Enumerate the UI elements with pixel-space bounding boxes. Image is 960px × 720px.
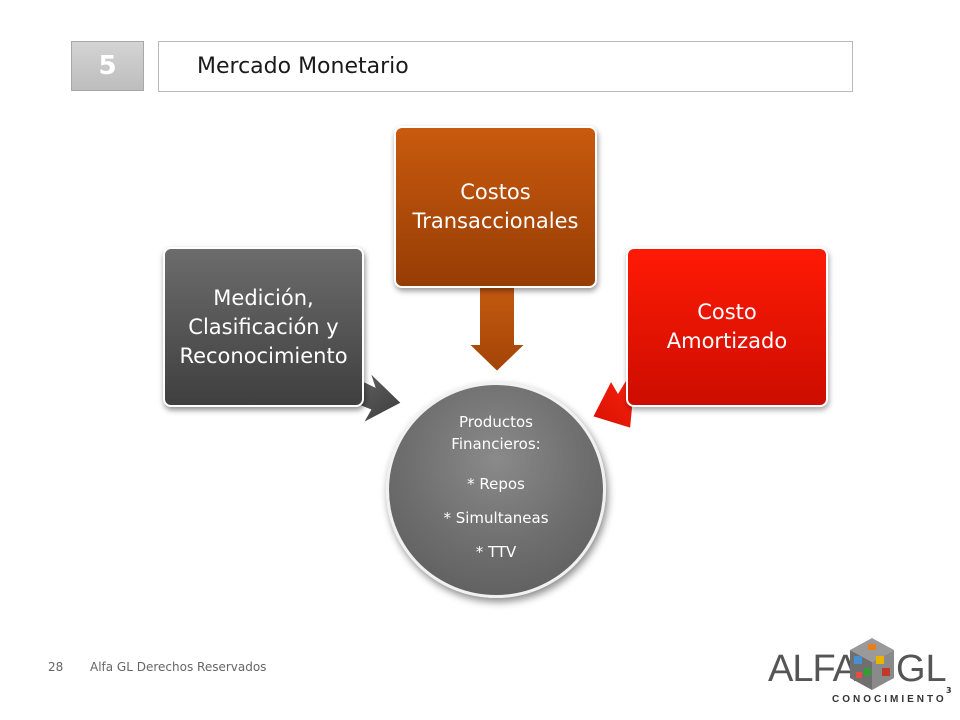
box-amortizado-line-2: Amortizado <box>666 329 788 353</box>
center-heading-line-1: Productos <box>459 413 533 431</box>
center-heading-line-2: Financieros: <box>451 435 541 453</box>
footer-rights: Alfa GL Derechos Reservados <box>90 660 267 674</box>
slide-title: Mercado Monetario <box>158 41 853 92</box>
section-number-badge: 5 <box>71 41 144 91</box>
box-medicion: Medición, Clasificación y Reconocimiento <box>163 247 364 407</box>
box-costo-amortizado: Costo Amortizado <box>626 247 828 407</box>
logo-gl-text: GL <box>896 648 947 690</box>
box-medicion-line-1: Medición, <box>213 285 314 310</box>
logo-cube-icon <box>850 638 894 690</box>
logo-alfa-text: ALFA <box>768 648 858 690</box>
box-medicion-line-2: Clasificación y <box>188 314 339 339</box>
logo-tagline: CONOCIMIENTO <box>832 694 947 705</box>
center-item-ttv: * TTV <box>475 543 517 561</box>
box-costos-line-1: Costos <box>460 180 531 204</box>
box-amortizado-line-1: Costo <box>697 300 757 324</box>
alfa-gl-logo: ALFA GL CONOCIMIENTO 3 <box>760 628 958 714</box>
logo-superscript: 3 <box>946 686 952 695</box>
box-costos-transaccionales: Costos Transaccionales <box>394 126 597 288</box>
center-circle-productos: Productos Financieros: * Repos * Simulta… <box>386 382 606 598</box>
center-item-repos: * Repos <box>467 475 525 493</box>
box-costos-line-2: Transaccionales <box>412 209 579 233</box>
box-medicion-line-3: Reconocimiento <box>179 343 348 368</box>
arrow-top-to-center <box>465 284 529 374</box>
slide-title-text: Mercado Monetario <box>197 54 409 79</box>
center-item-simultaneas: * Simultaneas <box>443 509 549 527</box>
center-heading: Productos Financieros: <box>451 411 540 455</box>
page-number: 28 <box>48 660 64 674</box>
